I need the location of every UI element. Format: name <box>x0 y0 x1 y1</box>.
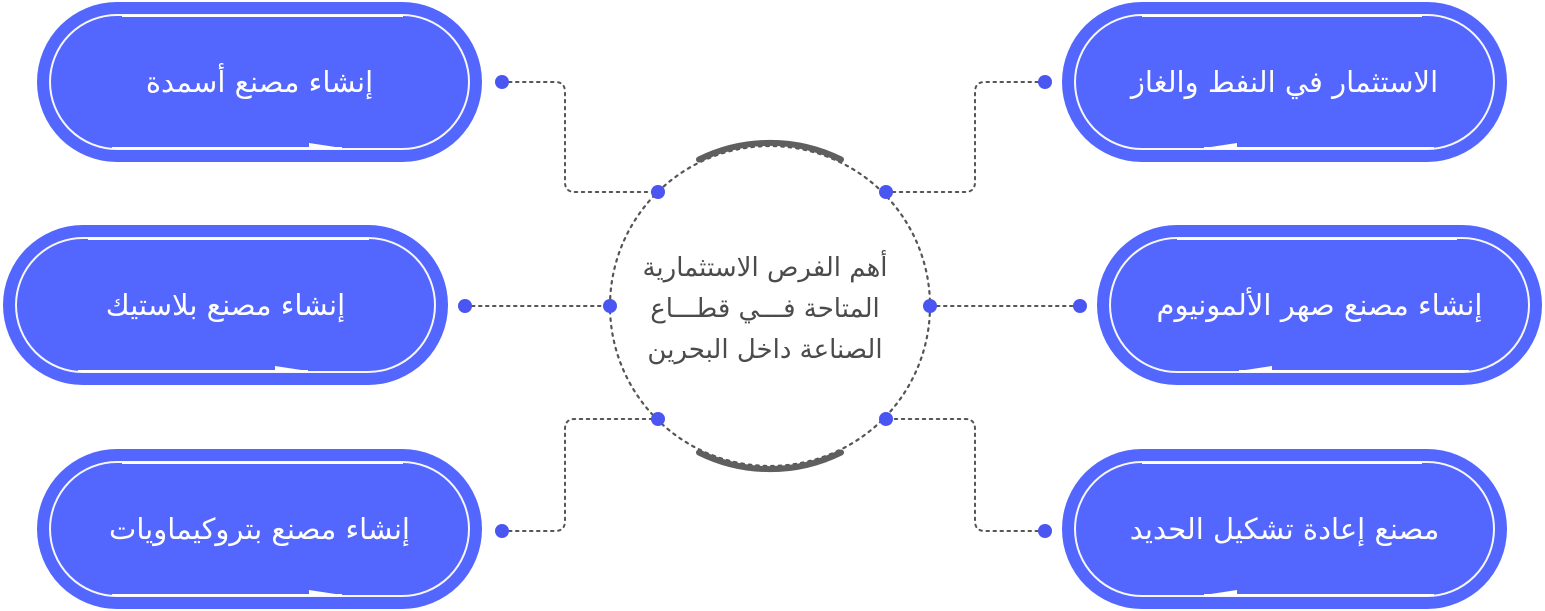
dot-middle-left-inner <box>603 299 617 313</box>
connector-top-right <box>885 81 1046 193</box>
pill-decoration <box>78 238 369 372</box>
dot-bottom-right-inner <box>879 412 893 426</box>
center-title-line-1: أهم الفرص الاستثمارية <box>642 253 888 283</box>
connector-bottom-right <box>885 418 1046 532</box>
node-label: إنشاء مصنع أسمدة <box>145 65 374 99</box>
dot-middle-right-outer <box>1073 299 1087 313</box>
connector-top-left <box>501 81 659 193</box>
node-label: إنشاء مصنع بلاستيك <box>105 288 346 322</box>
center-arc-top <box>696 139 844 163</box>
center-arc-bottom <box>696 449 844 473</box>
pill-decoration <box>112 462 403 596</box>
dot-top-right-inner <box>879 185 893 199</box>
dot-bottom-left-inner <box>651 412 665 426</box>
center-title: أهم الفرص الاستثمارية المتاحة فـــي قطــ… <box>605 248 925 371</box>
node-label: الاستثمار في النفط والغاز <box>1130 65 1439 99</box>
dot-top-left-outer <box>495 75 509 89</box>
pill-decoration <box>1142 15 1434 149</box>
node-label: مصنع إعادة تشكيل الحديد <box>1129 512 1440 546</box>
pill-decoration <box>1177 238 1469 372</box>
center-title-line-2: المتاحة فـــي قطـــاع <box>650 294 880 324</box>
pill-decoration <box>112 15 403 149</box>
node-top-right: الاستثمار في النفط والغاز <box>1062 2 1507 162</box>
dot-bottom-right-outer <box>1038 524 1052 538</box>
node-bottom-right: مصنع إعادة تشكيل الحديد <box>1062 449 1507 609</box>
center-title-line-3: الصناعة داخل البحرين <box>647 335 883 365</box>
dot-top-left-inner <box>651 185 665 199</box>
connector-bottom-left <box>501 418 659 532</box>
node-top-left: إنشاء مصنع أسمدة <box>37 2 482 162</box>
node-bottom-left: إنشاء مصنع بتروكيماويات <box>37 449 482 609</box>
dot-bottom-left-outer <box>495 524 509 538</box>
node-middle-left: إنشاء مصنع بلاستيك <box>3 225 448 385</box>
dot-middle-left-outer <box>458 299 472 313</box>
dot-top-right-outer <box>1038 75 1052 89</box>
node-label: إنشاء مصنع بتروكيماويات <box>109 512 410 546</box>
node-middle-right: إنشاء مصنع صهر الألمونيوم <box>1097 225 1542 385</box>
node-label: إنشاء مصنع صهر الألمونيوم <box>1156 288 1483 322</box>
pill-decoration <box>1142 462 1434 596</box>
dot-middle-right-inner <box>923 299 937 313</box>
